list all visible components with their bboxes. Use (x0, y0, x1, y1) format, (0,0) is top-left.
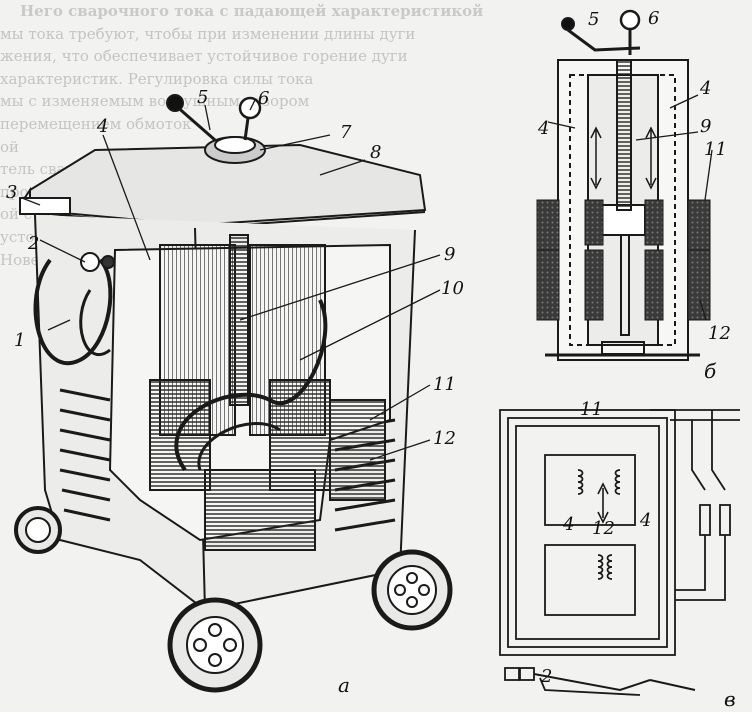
c-label-2: 2 (540, 666, 552, 687)
label-10: 10 (441, 278, 464, 299)
label-8: 8 (370, 142, 381, 163)
figure-a-labels: 1 2 3 4 5 6 7 8 9 10 11 12 а (6, 87, 464, 697)
label-2: 2 (27, 233, 39, 254)
caption-b: б (704, 359, 717, 383)
label-6: 6 (258, 88, 269, 109)
b-label-12: 12 (708, 323, 731, 344)
background-text-line: характеристик. Регулировка силы тока (0, 69, 314, 88)
background-text-line: мы тока требуют, чтобы при изменении дли… (0, 24, 416, 43)
b-label-4-left: 4 (537, 118, 549, 139)
wheel-right (371, 549, 453, 631)
c-label-4-right: 4 (639, 510, 651, 531)
label-3: 3 (6, 182, 17, 203)
c-label-12: 12 (592, 518, 615, 539)
caption-c: в (724, 687, 736, 711)
c-label-4-left: 4 (562, 514, 574, 535)
background-text-line: перемещением обмоток (0, 114, 192, 133)
figure-a-transformer-cabinet (14, 94, 453, 693)
label-9: 9 (444, 244, 455, 265)
background-text-line: Него сварочного тока с падающей характер… (20, 2, 484, 20)
c-label-11: 11 (580, 399, 603, 420)
caption-a: а (338, 673, 350, 697)
label-1: 1 (14, 330, 25, 351)
figure-b-labels: 5 6 4 4 9 11 12 б (537, 8, 731, 383)
label-12: 12 (433, 428, 456, 449)
background-text-line: мы с изменяемым воздушным зазором (0, 92, 310, 111)
b-label-4-right: 4 (699, 78, 711, 99)
figure-c-schematic (499, 409, 740, 696)
background-text-line: жения, что обеспечивает устойчивое горен… (0, 47, 408, 66)
figure-b-cross-section (536, 9, 713, 361)
background-text-line: ой (0, 137, 20, 156)
b-label-9: 9 (700, 116, 711, 137)
b-label-5: 5 (588, 9, 599, 30)
label-7: 7 (340, 122, 352, 143)
b-label-11: 11 (704, 139, 727, 160)
b-label-6: 6 (648, 8, 659, 29)
label-5: 5 (197, 87, 208, 108)
wheel-front (167, 597, 263, 693)
figure-c-labels: 11 4 4 12 2 в (540, 399, 736, 711)
label-4: 4 (96, 116, 108, 137)
wheel-left (14, 506, 62, 554)
label-11: 11 (433, 374, 456, 395)
